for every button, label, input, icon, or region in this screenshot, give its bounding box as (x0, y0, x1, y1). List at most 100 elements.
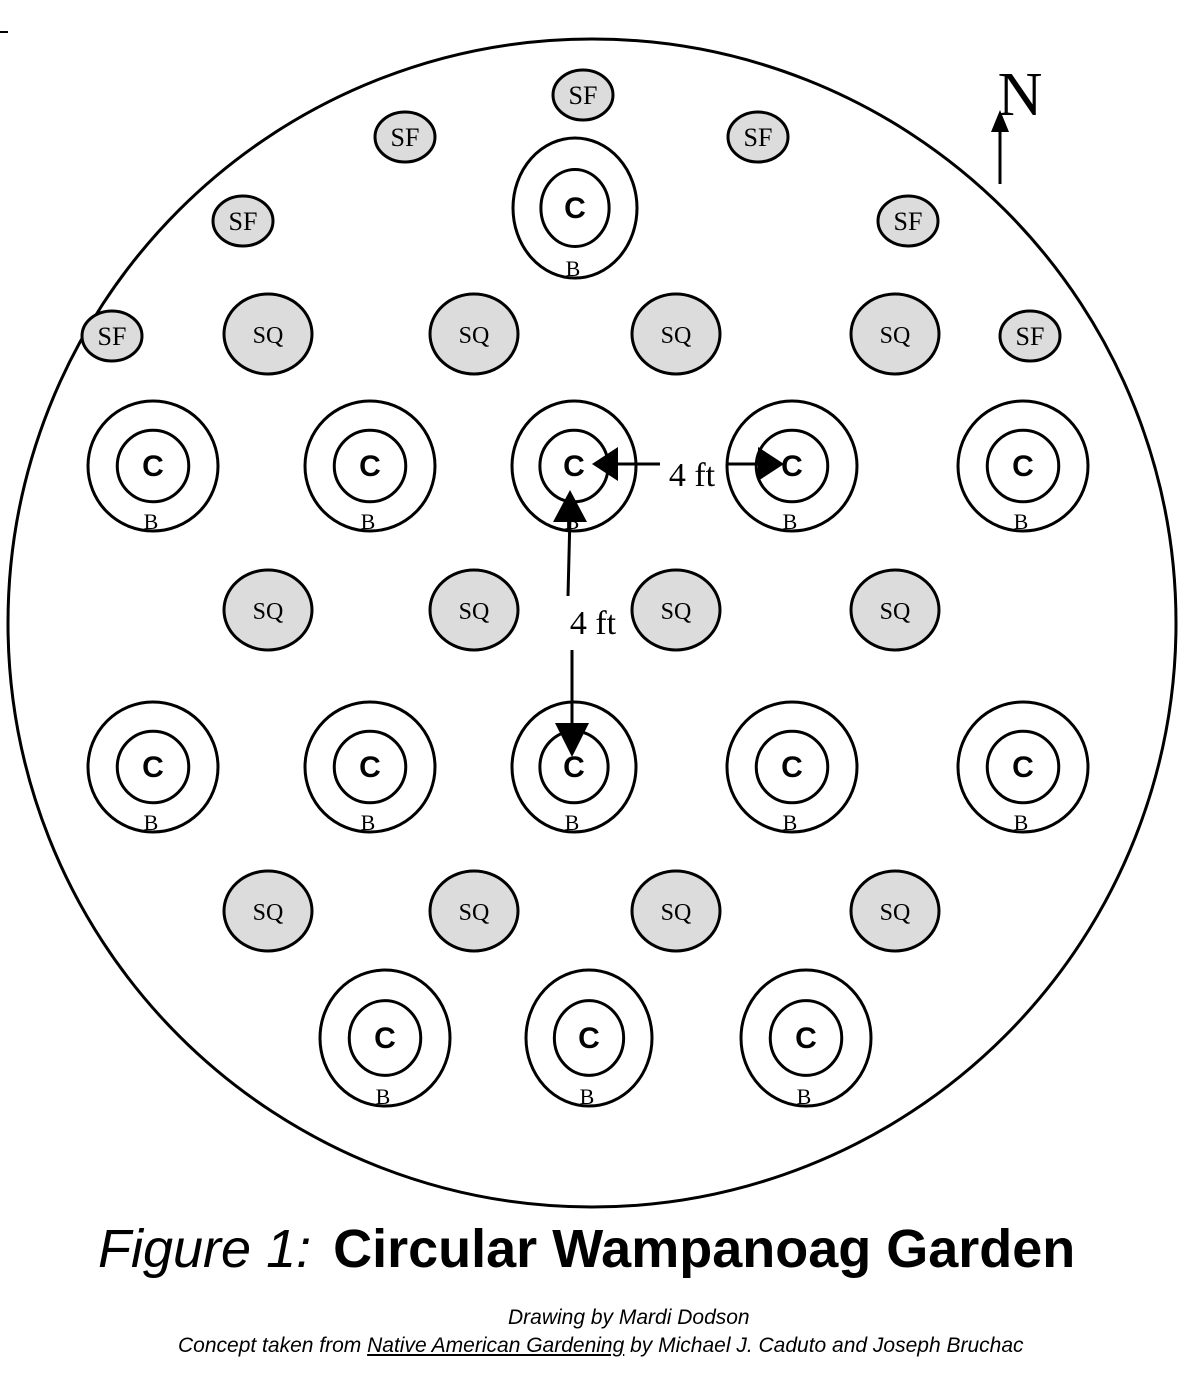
figure-title: Figure 1: Circular Wampanoag Garden (98, 1218, 1075, 1280)
corn-bean-hill: CB (86, 399, 220, 534)
bean-label: B (1014, 810, 1029, 835)
squash-mound: SQ (849, 292, 941, 376)
squash-mound: SQ (630, 568, 722, 652)
corn-ring (347, 999, 423, 1077)
sunflower-circle (998, 309, 1062, 363)
corn-bean-hill: CB (303, 399, 437, 534)
squash-circle (630, 568, 722, 652)
figure-number: Figure 1: (98, 1219, 312, 1279)
arrow-down-icon (555, 723, 589, 757)
squash-label: SQ (661, 323, 692, 349)
corn-label: C (781, 450, 803, 483)
arrow-right-icon (758, 447, 784, 481)
bean-label: B (580, 1084, 595, 1109)
corn-bean-hill: CB (510, 399, 638, 534)
corn-label: C (359, 751, 381, 784)
bean-label: B (783, 810, 798, 835)
corn-ring (115, 729, 191, 805)
squash-mound: SQ (630, 869, 722, 953)
corn-label: C (359, 450, 381, 483)
concept-suffix: by Michael J. Caduto and Joseph Bruchac (624, 1334, 1024, 1357)
squash-label: SQ (253, 599, 284, 625)
squash-label: SQ (661, 900, 692, 926)
squash-mound: SQ (630, 292, 722, 376)
sunflower-label: SF (98, 322, 127, 351)
corn-label: C (142, 751, 164, 784)
spacing-horizontal: 4 ft (592, 447, 784, 494)
sunflower-label: SF (744, 123, 773, 152)
squash-circle (428, 568, 520, 652)
sunflower: SF (726, 110, 790, 164)
squash-label: SQ (880, 900, 911, 926)
corn-bean-hill: CB (510, 700, 638, 835)
sunflower-circle (80, 309, 144, 363)
sunflower: SF (211, 194, 275, 248)
corn-ring (332, 729, 408, 805)
north-arrow-icon (991, 110, 1009, 132)
sunflower-circle (373, 110, 437, 164)
corn-bean-hill: CB (956, 700, 1090, 835)
concept-prefix: Concept taken from (178, 1334, 368, 1357)
corn-label: C (781, 751, 803, 784)
corn-bean-hill: CB (303, 700, 437, 835)
sunflower: SF (80, 309, 144, 363)
corn-label: C (1012, 751, 1034, 784)
squash-circle (222, 568, 314, 652)
squash-label: SQ (253, 900, 284, 926)
bean-label: B (376, 1084, 391, 1109)
sunflower-label: SF (1016, 322, 1045, 351)
bean-label: B (361, 810, 376, 835)
squash-mound: SQ (428, 292, 520, 376)
bean-label: B (565, 810, 580, 835)
corn-bean-hill: CB (956, 399, 1090, 534)
corn-label: C (563, 450, 585, 483)
figure-name: Circular Wampanoag Garden (333, 1219, 1076, 1279)
bean-label: B (144, 810, 159, 835)
sunflower: SF (551, 68, 615, 122)
bean-label: B (783, 509, 798, 534)
squash-mound: SQ (849, 869, 941, 953)
corn-bean-hill: CB (318, 968, 452, 1109)
drawing-credit: Drawing by Mardi Dodson (508, 1306, 750, 1329)
corn-bean-hill: CB (739, 968, 873, 1109)
squash-circle (222, 292, 314, 376)
squash-mound: SQ (428, 568, 520, 652)
corn-ring (115, 428, 191, 504)
corn-label: C (578, 1022, 600, 1055)
sunflower: SF (876, 194, 940, 248)
spacing-vertical: 4 ft (553, 490, 617, 757)
corn-ring (552, 999, 626, 1077)
squash-circle (630, 869, 722, 953)
squash-circle (428, 292, 520, 376)
squash-label: SQ (880, 323, 911, 349)
corn-ring (539, 168, 611, 248)
sunflower-label: SF (894, 207, 923, 236)
bean-label: B (797, 1084, 812, 1109)
sunflower-label: SF (229, 207, 258, 236)
arrow-up-icon (553, 490, 587, 522)
squash-mound: SQ (222, 568, 314, 652)
squash-mound: SQ (222, 292, 314, 376)
sunflower: SF (998, 309, 1062, 363)
corn-ring (768, 999, 844, 1077)
bean-label: B (566, 256, 581, 281)
horizontal-spacing-label: 4 ft (669, 457, 716, 494)
arrow-left-icon (592, 447, 618, 481)
concept-book-title: Native American Gardening (367, 1334, 625, 1357)
corn-label: C (374, 1022, 396, 1055)
sunflower-circle (551, 68, 615, 122)
squash-label: SQ (880, 599, 911, 625)
sunflower-circle (876, 194, 940, 248)
corn-bean-hill: CB (725, 700, 859, 835)
squash-mound: SQ (222, 869, 314, 953)
north-indicator: N (991, 61, 1042, 184)
corn-ring (332, 428, 408, 504)
bean-label: B (361, 509, 376, 534)
corn-ring (754, 729, 830, 805)
sunflower-circle (211, 194, 275, 248)
squash-label: SQ (459, 599, 490, 625)
corn-bean-hill: CB (86, 700, 220, 835)
sunflower: SF (373, 110, 437, 164)
corn-bean-hill: CB (524, 968, 654, 1109)
corn-ring (985, 729, 1061, 805)
